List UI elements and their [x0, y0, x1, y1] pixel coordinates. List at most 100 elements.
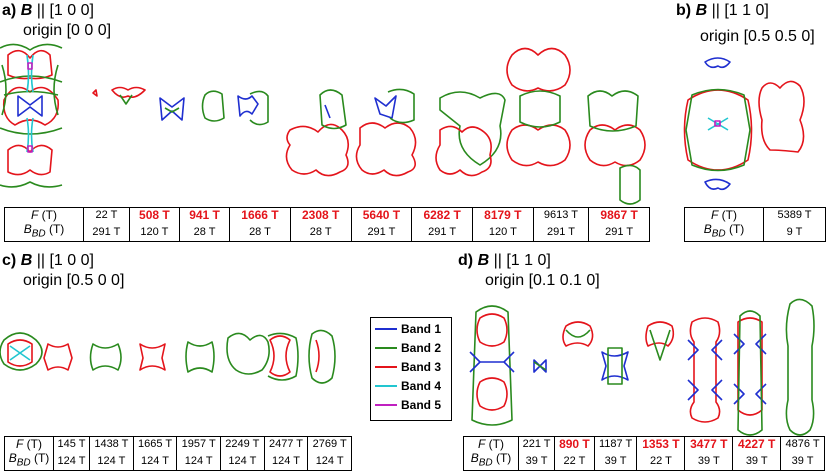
- field-direction: || [1 0 0]: [36, 252, 94, 269]
- breakdown-cell: 28 T: [229, 222, 291, 242]
- freq-cell: 941 T: [178, 207, 230, 222]
- legend-swatch: [375, 385, 397, 387]
- breakdown-cell: 124 T: [220, 451, 265, 471]
- panel-a-title: a) B || [1 0 0]: [2, 2, 94, 20]
- breakdown-cell: 291 T: [83, 222, 130, 242]
- panel-label: d): [458, 252, 474, 269]
- field-direction: || [1 0 0]: [36, 2, 94, 19]
- breakdown-cell: 22 T: [554, 451, 595, 471]
- freq-cell: 1438 T: [89, 436, 134, 451]
- table-row: F (T) 221 T 890 T 1187 T 1353 T 3477 T 4…: [464, 436, 825, 451]
- breakdown-header: BBD (T): [470, 451, 512, 469]
- freq-header: F (T): [710, 208, 737, 222]
- freq-header: F (T): [477, 437, 504, 451]
- table-row: BBD (T) 124 T 124 T 124 T 124 T 124 T 12…: [5, 451, 352, 471]
- legend-swatch: [375, 347, 397, 349]
- panel-label: c): [2, 252, 17, 269]
- panel-a-origin: origin [0 0 0]: [23, 22, 112, 39]
- table-d: F (T) 221 T 890 T 1187 T 1353 T 3477 T 4…: [463, 436, 825, 472]
- breakdown-cell: 120 T: [471, 222, 534, 242]
- breakdown-cell: 124 T: [89, 451, 134, 471]
- freq-cell: 22 T: [83, 207, 130, 222]
- table-row: BBD (T) 9 T: [685, 222, 826, 242]
- freq-cell: 890 T: [554, 436, 595, 451]
- freq-cell: 1957 T: [176, 436, 221, 451]
- freq-cell: 221 T: [517, 436, 555, 451]
- freq-cell: 2769 T: [307, 436, 352, 451]
- table-row: BBD (T) 291 T 120 T 28 T 28 T 28 T 291 T…: [5, 222, 650, 242]
- breakdown-cell: 120 T: [128, 222, 180, 242]
- freq-cell: 5389 T: [763, 207, 826, 222]
- breakdown-cell: 124 T: [176, 451, 221, 471]
- table-c: F (T) 145 T 1438 T 1665 T 1957 T 2249 T …: [4, 436, 352, 472]
- breakdown-cell: 39 T: [684, 451, 733, 471]
- breakdown-cell: 28 T: [289, 222, 352, 242]
- panel-c-origin: origin [0.5 0 0]: [23, 272, 125, 289]
- freq-cell: 1666 T: [229, 207, 291, 222]
- freq-cell: 6282 T: [411, 207, 473, 222]
- freq-cell: 9867 T: [588, 207, 650, 222]
- field-symbol: B: [20, 2, 33, 19]
- panel-b-origin: origin [0.5 0.5 0]: [700, 28, 815, 45]
- panel-d-title: d) B || [1 1 0]: [458, 252, 551, 270]
- legend-item-band-5: Band 5: [375, 397, 441, 413]
- freq-cell: 1187 T: [593, 436, 637, 451]
- field-symbol: B: [20, 252, 33, 269]
- field-direction: || [1 1 0]: [493, 252, 551, 269]
- field-symbol: B: [477, 252, 490, 269]
- legend-label: Band 3: [401, 360, 442, 374]
- breakdown-cell: 39 T: [517, 451, 555, 471]
- breakdown-cell: 124 T: [132, 451, 177, 471]
- panel-a-orbits: [0, 43, 646, 205]
- legend-item-band-2: Band 2: [375, 340, 441, 356]
- field-symbol: B: [695, 2, 708, 19]
- breakdown-cell: 124 T: [307, 451, 352, 471]
- panel-c-title: c) B || [1 0 0]: [2, 252, 94, 270]
- band-legend: Band 1 Band 2 Band 3 Band 4 Band 5: [370, 317, 452, 421]
- breakdown-cell: 9 T: [763, 222, 826, 242]
- legend-swatch: [375, 328, 397, 330]
- field-direction: || [1 1 0]: [711, 2, 769, 19]
- legend-item-band-4: Band 4: [375, 378, 441, 394]
- breakdown-cell: 39 T: [593, 451, 637, 471]
- panel-c-orbits: [0, 329, 336, 384]
- freq-cell: 8179 T: [471, 207, 534, 222]
- freq-cell: 2249 T: [220, 436, 265, 451]
- freq-cell: 5640 T: [350, 207, 412, 222]
- freq-cell: 508 T: [128, 207, 180, 222]
- legend-swatch: [375, 404, 397, 406]
- table-a: F (T) 22 T 508 T 941 T 1666 T 2308 T 564…: [4, 207, 650, 243]
- panel-b-orbits: [683, 57, 805, 191]
- breakdown-cell: 22 T: [636, 451, 685, 471]
- breakdown-header: BBD (T): [23, 222, 65, 240]
- table-b: F (T) 5389 T BBD (T) 9 T: [684, 207, 826, 243]
- breakdown-cell: 28 T: [178, 222, 230, 242]
- legend-item-band-3: Band 3: [375, 359, 441, 375]
- breakdown-cell: 39 T: [780, 451, 825, 471]
- breakdown-cell: 291 T: [532, 222, 589, 242]
- legend-swatch: [375, 366, 397, 368]
- panel-d-origin: origin [0.1 0.1 0]: [485, 272, 600, 289]
- freq-cell: 3477 T: [684, 436, 733, 451]
- breakdown-cell: 124 T: [52, 451, 90, 471]
- table-row: F (T) 22 T 508 T 941 T 1666 T 2308 T 564…: [5, 207, 650, 222]
- freq-cell: 4227 T: [732, 436, 781, 451]
- freq-cell: 4876 T: [780, 436, 825, 451]
- freq-cell: 145 T: [52, 436, 90, 451]
- legend-label: Band 4: [401, 379, 442, 393]
- table-row: F (T) 5389 T: [685, 207, 826, 222]
- breakdown-header: BBD (T): [703, 222, 745, 240]
- freq-header: F (T): [15, 437, 42, 451]
- freq-header: F (T): [30, 208, 57, 222]
- freq-cell: 2308 T: [289, 207, 352, 222]
- breakdown-cell: 39 T: [732, 451, 781, 471]
- breakdown-cell: 124 T: [263, 451, 308, 471]
- legend-item-band-1: Band 1: [375, 321, 441, 337]
- freq-cell: 1353 T: [636, 436, 685, 451]
- breakdown-header: BBD (T): [8, 451, 50, 469]
- freq-cell: 9613 T: [532, 207, 589, 222]
- table-row: F (T) 145 T 1438 T 1665 T 1957 T 2249 T …: [5, 436, 352, 451]
- panel-label: a): [2, 2, 17, 19]
- panel-d-orbits: [469, 298, 815, 436]
